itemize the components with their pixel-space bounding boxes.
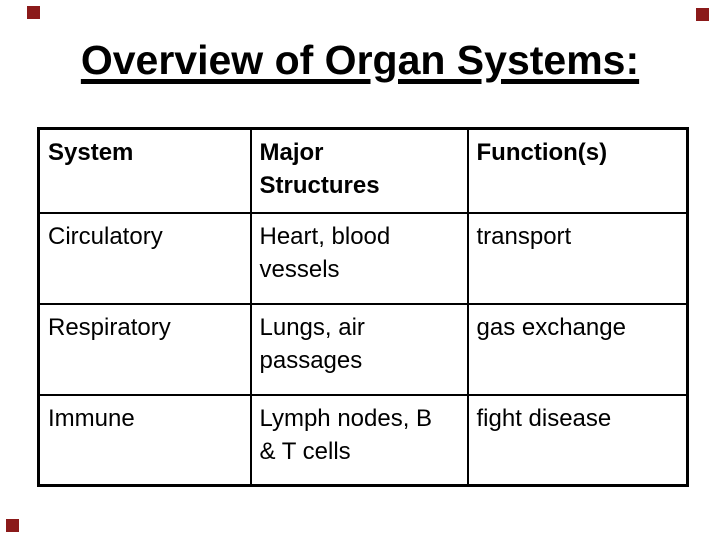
organ-systems-table: System Major Structures Function(s) Circ… (37, 127, 689, 487)
slide-title: Overview of Organ Systems: (80, 37, 640, 83)
table-row-circulatory: Circulatory Heart, blood vessels transpo… (37, 211, 689, 305)
table-row-respiratory: Respiratory Lungs, air passages gas exch… (37, 302, 689, 396)
cell-circulatory-structures: Heart, blood vessels (249, 211, 469, 305)
cell-circulatory-system: Circulatory (37, 211, 252, 305)
corner-marker-top-left (27, 6, 40, 19)
cell-respiratory-structures: Lungs, air passages (249, 302, 469, 396)
header-cell-functions: Function(s) (466, 127, 689, 214)
cell-immune-structures: Lymph nodes, B & T cells (249, 393, 469, 487)
cell-respiratory-system: Respiratory (37, 302, 252, 396)
cell-immune-function: fight disease (466, 393, 689, 487)
cell-immune-system: Immune (37, 393, 252, 487)
corner-marker-bottom-left (6, 519, 19, 532)
cell-circulatory-function: transport (466, 211, 689, 305)
table-row-immune: Immune Lymph nodes, B & T cells fight di… (37, 393, 689, 487)
header-cell-system: System (37, 127, 252, 214)
header-cell-major-structures: Major Structures (249, 127, 469, 214)
corner-marker-top-right (696, 8, 709, 21)
table-header-row: System Major Structures Function(s) (37, 127, 689, 214)
cell-respiratory-function: gas exchange (466, 302, 689, 396)
